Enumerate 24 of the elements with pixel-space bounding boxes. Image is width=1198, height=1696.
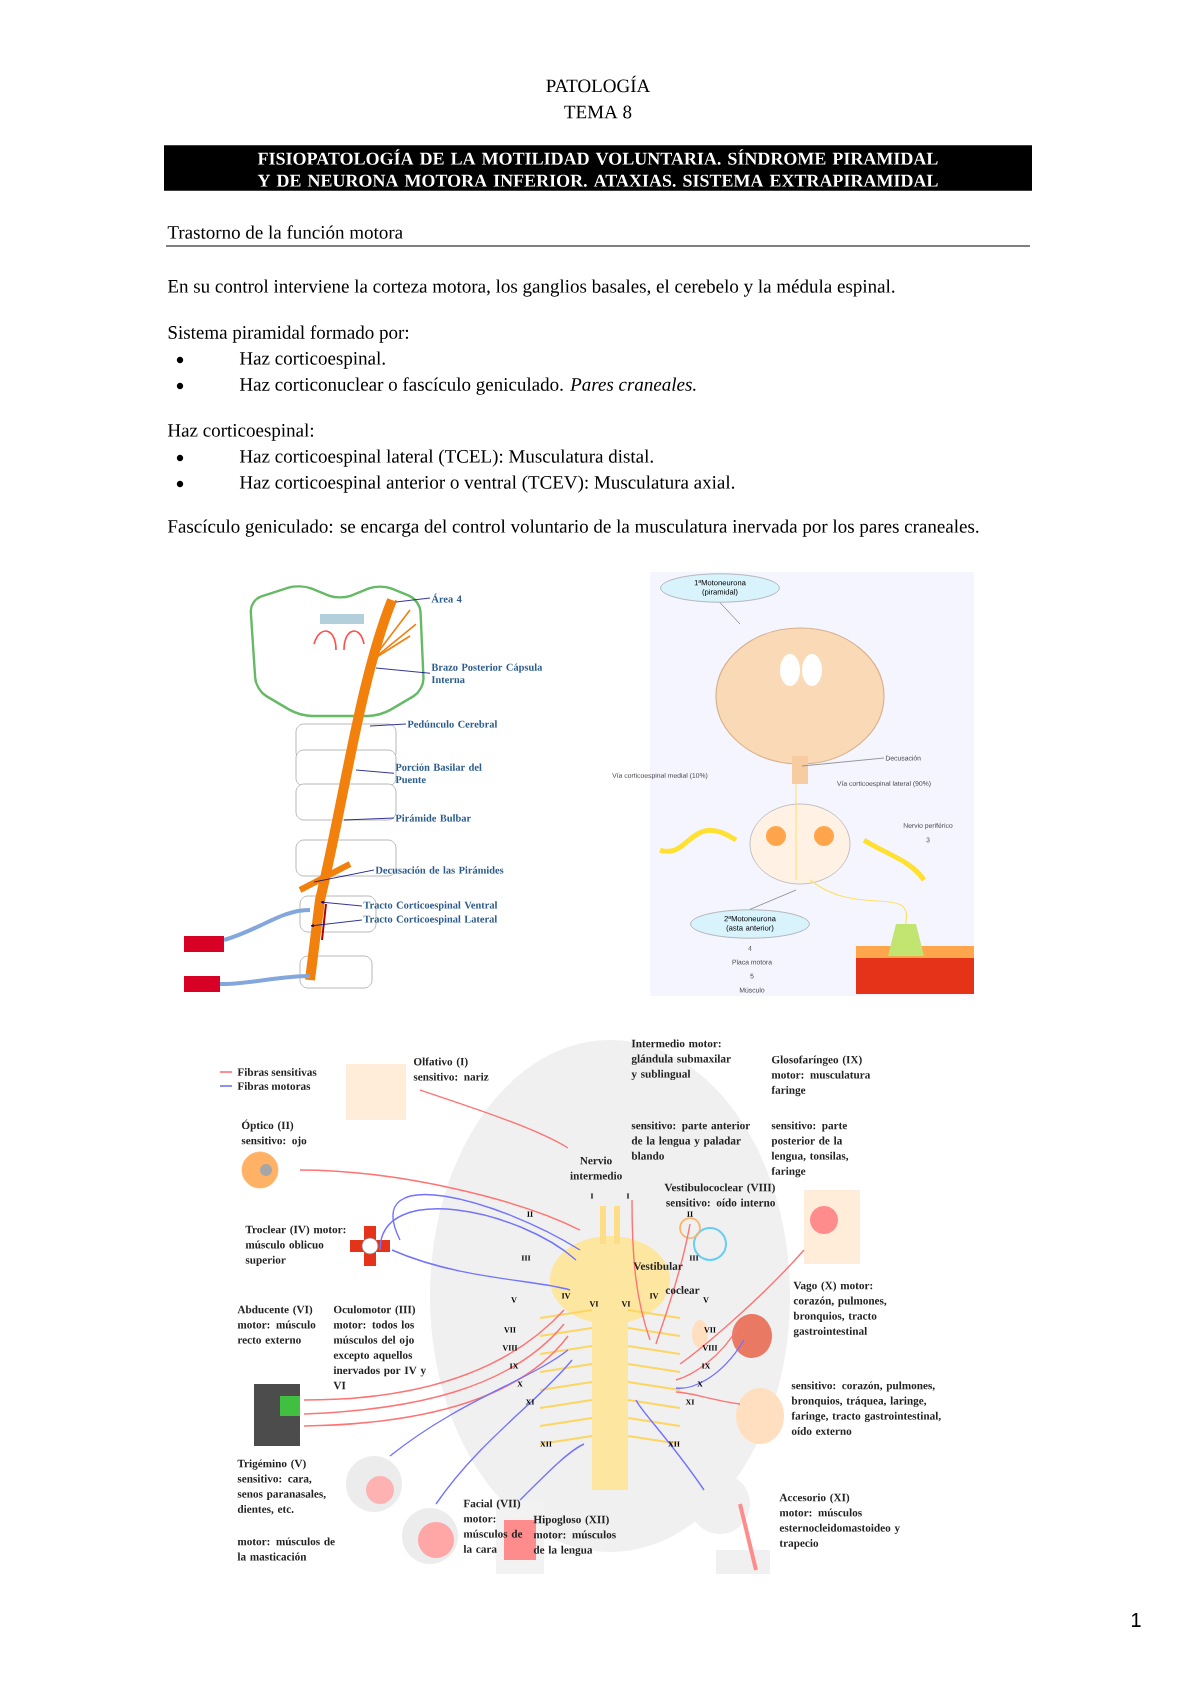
leader-line [320, 901, 363, 907]
leader-line [719, 602, 741, 625]
leader-line [749, 889, 797, 910]
leader-line [313, 869, 375, 883]
section-heading: Trastorno de la función motora [167, 225, 403, 239]
leader-line [310, 919, 363, 927]
leader-line [355, 769, 395, 774]
subtitle: TEMA 8 [564, 105, 632, 119]
leader-line [395, 597, 431, 603]
paragraph: Sistema piramidal formado por: [168, 325, 409, 343]
paragraph: Haz corticoespinal: [167, 423, 314, 441]
title-banner: FISIOPATOLOGÍA DE LA MOTILIDAD VOLUNTARIA. SÍNDROME PIRAMIDAL Y DE NEURONA MOTORA INFERIOR. ATAXIAS. SISTEMA EXTRAPIRAMIDAL [164, 145, 1032, 191]
page-title: PATOLOGÍA [546, 75, 651, 93]
paragraph: En su control interviene la corteza motora, los ganglios basales, el cerebelo y la médula espinal. [167, 279, 895, 297]
leader-line [343, 817, 395, 821]
list-item: Haz corticoespinal. [239, 351, 385, 369]
leader-line [801, 757, 885, 767]
list-item: Haz corticoespinal anterior o ventral (TCEV): Musculatura axial. [239, 475, 735, 493]
leader-line [375, 667, 431, 674]
list-item: Haz corticonuclear o fascículo geniculado. Pares craneales. [239, 377, 696, 395]
leader-line [369, 723, 407, 727]
paragraph: Fascículo geniculado: se encarga del control voluntario de la musculatura inervada por los pares craneales. [167, 519, 979, 537]
page-number: 1 [1131, 1613, 1141, 1627]
list-item: Haz corticoespinal lateral (TCEL): Musculatura distal. [239, 449, 653, 467]
